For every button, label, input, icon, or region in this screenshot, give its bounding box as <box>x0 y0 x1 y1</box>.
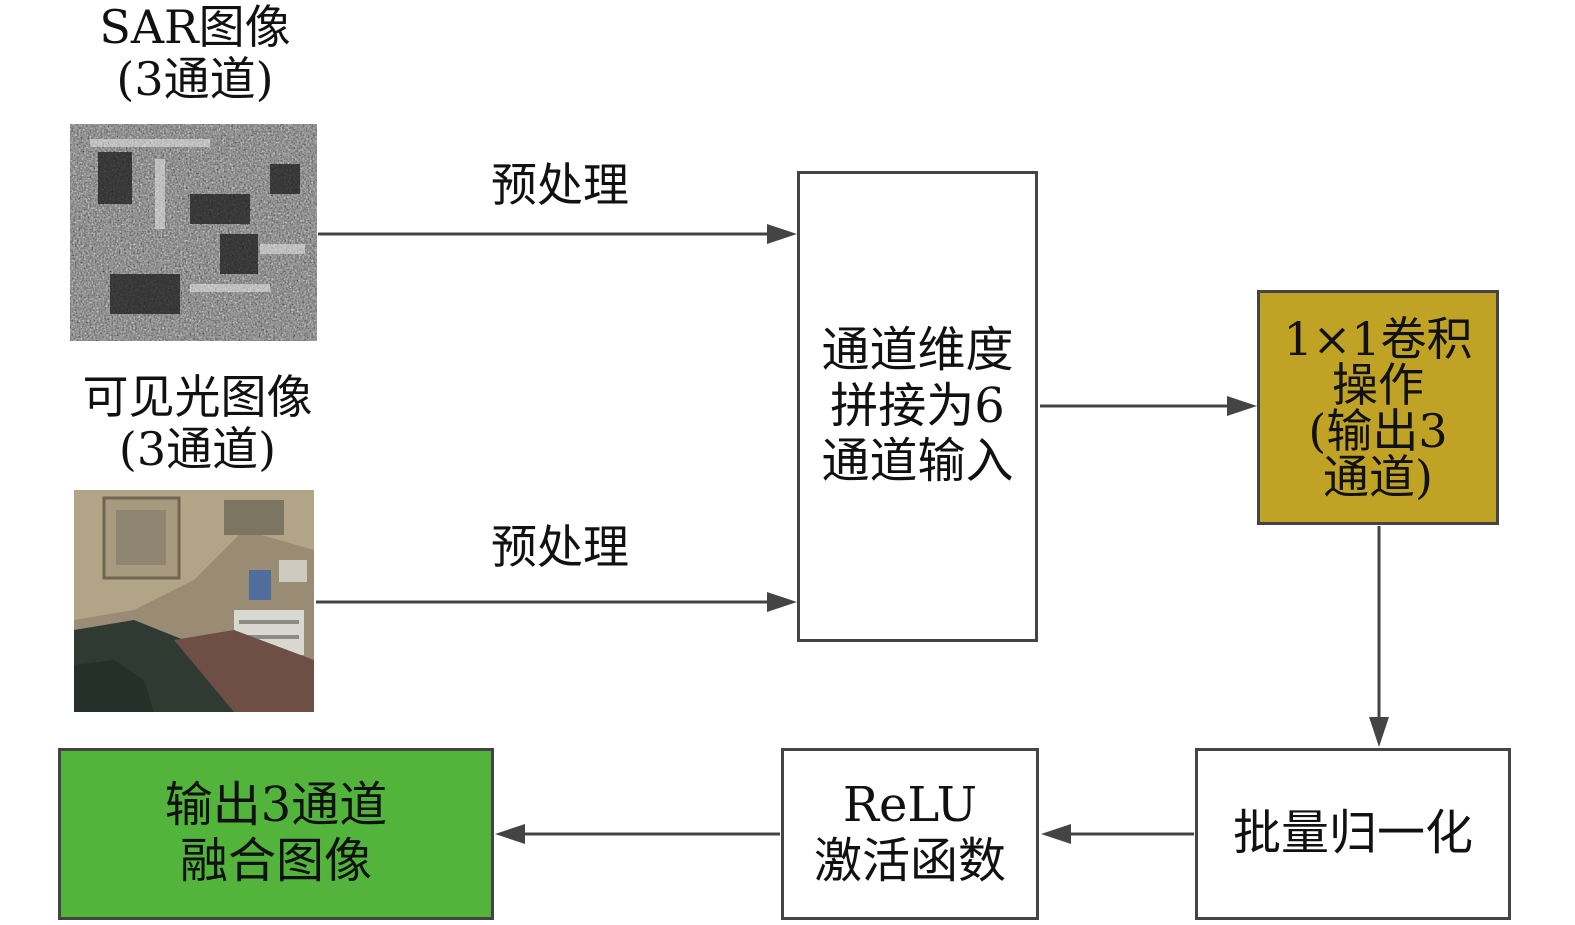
optical-image-label: 可见光图像 (3通道) <box>55 370 340 476</box>
optical-preprocess-label: 预处理 <box>491 520 629 574</box>
concat-line-2: 拼接为6 <box>830 377 1005 434</box>
output-node: 输出3通道 融合图像 <box>58 748 494 920</box>
arrowhead-sar <box>767 224 797 244</box>
batchnorm-line-1: 批量归一化 <box>1232 805 1473 862</box>
relu-node: ReLU 激活函数 <box>781 748 1039 920</box>
output-line-2: 融合图像 <box>179 833 372 889</box>
conv-line-4: 通道) <box>1323 449 1433 504</box>
arrowhead-optical <box>767 592 797 612</box>
conv-line-3: (输出3 <box>1308 403 1448 458</box>
concat-line-3: 通道输入 <box>821 433 1014 490</box>
output-line-1: 输出3通道 <box>164 777 388 834</box>
conv-line-1: 1×1卷积 <box>1283 311 1473 366</box>
arrowhead-batchnorm <box>1369 717 1389 747</box>
optical-image <box>74 490 314 712</box>
sar-title: SAR图像 <box>99 0 291 54</box>
conv-node: 1×1卷积 操作 (输出3 通道) <box>1257 290 1499 525</box>
sar-image <box>70 124 317 341</box>
batchnorm-node: 批量归一化 <box>1195 748 1511 920</box>
sar-subtitle: (3通道) <box>116 51 274 106</box>
concat-line-1: 通道维度 <box>821 321 1014 378</box>
conv-line-2: 操作 <box>1331 357 1424 412</box>
relu-line-1: ReLU <box>842 777 978 834</box>
optical-title: 可见光图像 <box>82 370 313 424</box>
sar-image-label: SAR图像 (3通道) <box>60 0 330 106</box>
optical-subtitle: (3通道) <box>118 421 277 476</box>
arrowhead-relu <box>1041 824 1071 844</box>
arrowhead-conv <box>1227 396 1257 416</box>
concat-node: 通道维度 拼接为6 通道输入 <box>797 171 1038 642</box>
relu-line-2: 激活函数 <box>813 833 1006 889</box>
arrowhead-output <box>495 824 525 844</box>
sar-preprocess-label: 预处理 <box>491 158 629 212</box>
